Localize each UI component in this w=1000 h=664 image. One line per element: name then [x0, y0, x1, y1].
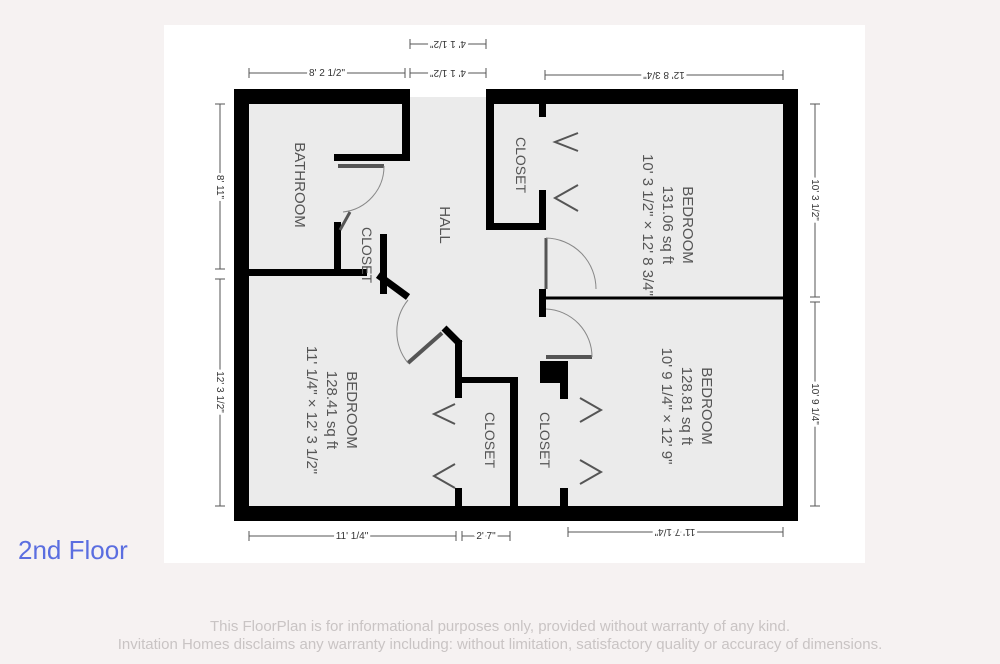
dim-right-top-bedroom: 10' 3 1/2" — [809, 179, 820, 221]
floor-label: 2nd Floor — [18, 535, 128, 565]
wall-diagonal-closet — [441, 325, 463, 347]
dim-right-bottom-bedroom: 10' 9 1/4" — [809, 383, 820, 425]
bedroom-top-label: BEDROOM 131.06 sq ft 10' 3 1/2" × 12' 8 … — [639, 154, 696, 296]
floor-plan: BEDROOM 131.06 sq ft 10' 3 1/2" × 12' 8 … — [212, 36, 823, 545]
closet-top-label: CLOSET — [513, 137, 529, 193]
floor-plan-panel: BEDROOM 131.06 sq ft 10' 3 1/2" × 12' 8 … — [164, 25, 865, 563]
wall-diagonal-hall — [375, 272, 411, 300]
bedroom-left-size: 11' 1/4" × 12' 3 1/2" — [303, 346, 320, 474]
dim-bottom-closet: 2' 7" — [476, 531, 496, 542]
disclaimer-line-2: Invitation Homes disclaims any warranty … — [117, 636, 883, 653]
bathroom-label: BATHROOM — [291, 142, 308, 228]
dim-top-bathroom: 8' 2 1/2" — [309, 68, 345, 79]
dim-top-hall-inner: 4' 1 1/2" — [430, 67, 466, 78]
bedroom-right-size: 10' 9 1/4" × 12' 9" — [658, 348, 675, 465]
dim-top-bedroom: 12' 8 3/4" — [643, 69, 685, 80]
closet-bottom-right-label: CLOSET — [537, 412, 553, 468]
bedroom-right-area: 128.81 sq ft — [678, 367, 695, 446]
dim-bottom-right-bedroom: 11' 7 1/4" — [654, 526, 695, 537]
dim-left-bedroom: 12' 3 1/2" — [214, 371, 225, 413]
walls — [234, 89, 798, 521]
bedroom-right-name: BEDROOM — [698, 367, 715, 445]
bedroom-left-label: BEDROOM 128.41 sq ft 11' 1/4" × 12' 3 1/… — [303, 346, 360, 474]
dim-top-hall-outer: 4' 1 1/2" — [430, 38, 466, 49]
closet-bottom-left-label: CLOSET — [482, 412, 498, 468]
doors — [338, 164, 597, 365]
bedroom-top-size: 10' 3 1/2" × 12' 8 3/4" — [639, 154, 656, 296]
disclaimer-line-1: This FloorPlan is for informational purp… — [210, 618, 790, 635]
bedroom-left-name: BEDROOM — [343, 371, 360, 449]
dimension-lines — [215, 39, 820, 541]
bedroom-left-area: 128.41 sq ft — [323, 371, 340, 450]
dim-bottom-left-bedroom: 11' 1/4" — [336, 531, 369, 542]
closet-bifold-doors — [431, 132, 604, 489]
bedroom-top-area: 131.06 sq ft — [659, 186, 676, 265]
dim-left-bathroom: 8' 11" — [214, 175, 225, 200]
closet-bath-label: CLOSET — [359, 227, 375, 283]
bedroom-top-name: BEDROOM — [679, 186, 696, 264]
bedroom-right-label: BEDROOM 128.81 sq ft 10' 9 1/4" × 12' 9" — [658, 348, 715, 465]
hall-label: HALL — [436, 206, 453, 244]
